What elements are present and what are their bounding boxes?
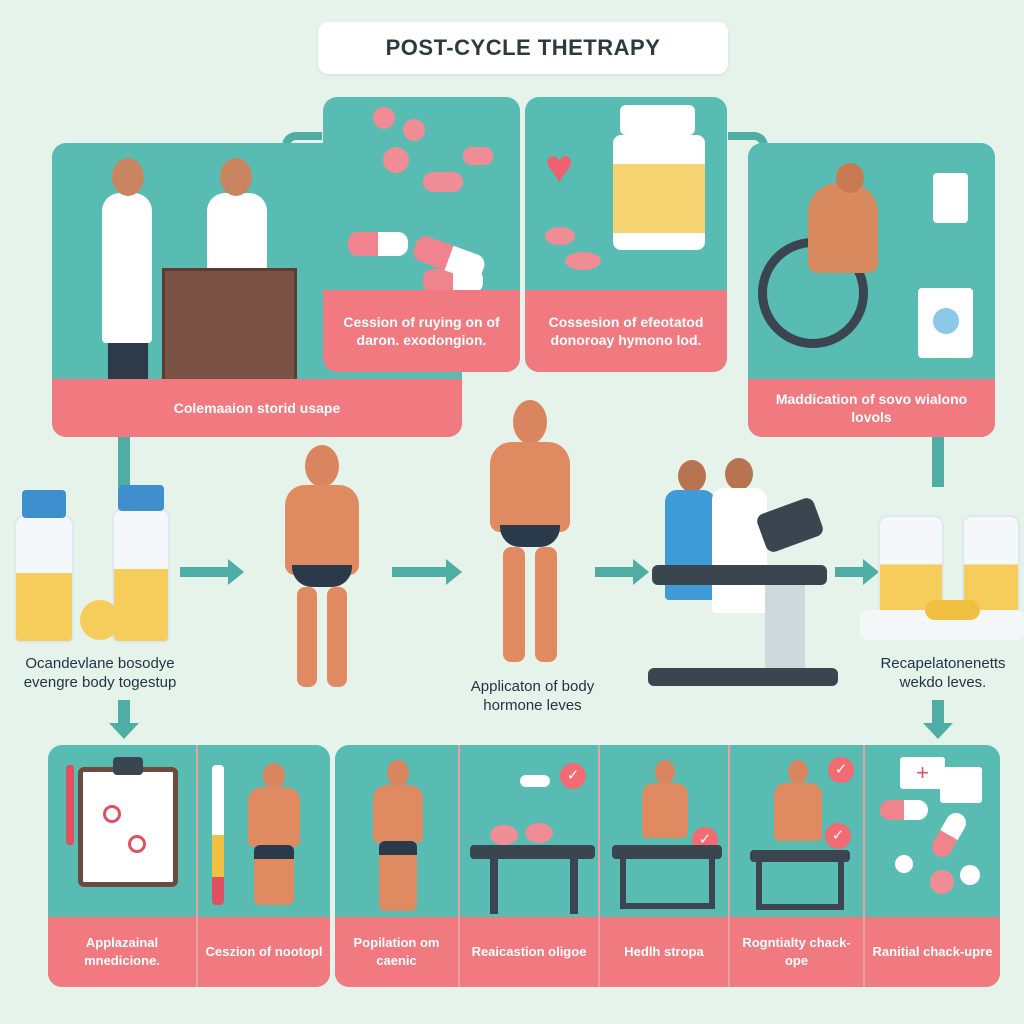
connector-line — [118, 437, 130, 487]
bottom-panel: Applazainal mnedicione. — [48, 745, 198, 987]
bottom-panel-label: Applazainal mnedicione. — [48, 917, 196, 987]
top-panel-label: Cession of ruying on of daron. exodongio… — [323, 290, 520, 372]
top-panel-pills: Cession of ruying on of daron. exodongio… — [323, 97, 520, 372]
bottom-panel-label: Ranitial chack-upre — [865, 917, 1000, 987]
bottom-panel-label: Ceszion of nootopl — [198, 917, 330, 987]
bottom-panel: ✓ Hedlh stropa — [600, 745, 730, 987]
bottom-panel-label: Rogntialty chack-ope — [730, 917, 863, 987]
bottom-panel: Ceszion of nootopl — [198, 745, 330, 987]
top-panel-wheelchair: Maddication of sovo wialono lovols — [748, 143, 995, 437]
top-panel-label: Cossesion of efeotatod donoroay hymono l… — [525, 290, 727, 372]
top-panel-bottle: ♥ Cossesion of efeotatod donoroay hymono… — [525, 97, 727, 372]
arrow-right-icon — [392, 559, 462, 585]
arrow-down-icon — [109, 700, 139, 739]
bottom-group-left: Applazainal mnedicione. Ceszion of nooto… — [48, 745, 330, 987]
top-panel-doctors: Colemaaion storid usape — [52, 143, 462, 437]
check-icon: ✓ — [828, 757, 854, 783]
page-title: POST-CYCLE THETRAPY — [318, 22, 728, 74]
arrow-right-icon — [595, 559, 649, 585]
top-panel-label: Colemaaion storid usape — [52, 379, 462, 437]
bottom-panel-label: Popilation om caenic — [335, 917, 458, 987]
doctors-icon — [72, 153, 442, 390]
connector-line — [932, 437, 944, 487]
middle-label-right: Recapelatonenetts wekdo leves. — [880, 655, 1006, 691]
bottom-group-right: Popilation om caenic ✓ Reaicastion oligo… — [335, 745, 1000, 987]
bottom-panel: + Ranitial chack-upre — [865, 745, 1000, 987]
check-icon: ✓ — [560, 763, 586, 789]
bottom-panel-label: Reaicastion oligoe — [460, 917, 598, 987]
arrow-right-icon — [835, 559, 879, 585]
middle-label-left: Ocandevlane bosodye evengre body togestu… — [23, 655, 177, 691]
middle-label-center: Applicaton of body hormone leves — [470, 678, 595, 714]
check-icon: ✓ — [825, 823, 851, 849]
arrow-down-icon — [923, 700, 953, 739]
arrow-right-icon — [180, 559, 244, 585]
top-panel-label: Maddication of sovo wialono lovols — [748, 379, 995, 437]
bottom-panel: ✓ ✓ Rogntialty chack-ope — [730, 745, 865, 987]
bottom-panel-label: Hedlh stropa — [600, 917, 728, 987]
bottom-panel: Popilation om caenic — [335, 745, 460, 987]
bottom-panel: ✓ Reaicastion oligoe — [460, 745, 600, 987]
syringe-icon — [212, 765, 224, 905]
